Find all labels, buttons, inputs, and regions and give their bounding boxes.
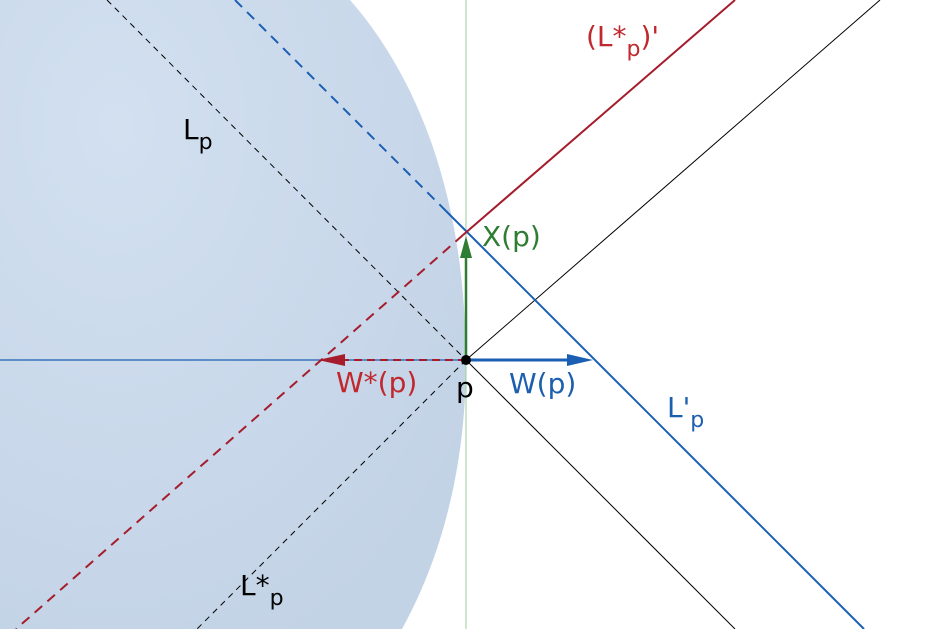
line-black-down	[465, 359, 736, 629]
arrow-X-p-head	[460, 236, 472, 258]
arrow-W-star-p-head	[318, 354, 345, 366]
label-L-star-p: L*p	[240, 569, 284, 611]
point-p	[461, 355, 471, 365]
label-L-p: Lp	[183, 113, 213, 155]
label-W-p: W(p)	[509, 367, 576, 400]
line-L-p	[106, 0, 467, 361]
label-p: p	[456, 371, 474, 404]
label-L-star-p-prime: (L*p)'	[586, 20, 659, 62]
label-L-prime-p: L'p	[667, 391, 704, 433]
shaded-region	[0, 0, 466, 629]
line-L-star-p-prime	[462, 0, 736, 236]
label-X-p: X(p)	[482, 220, 541, 253]
label-W-star-p: W*(p)	[336, 366, 417, 399]
line-L-star-p-prime-dashed	[15, 234, 464, 629]
arrow-W-p-head	[567, 354, 593, 366]
line-L-prime-p	[445, 210, 865, 629]
line-L-star-p	[196, 359, 467, 629]
